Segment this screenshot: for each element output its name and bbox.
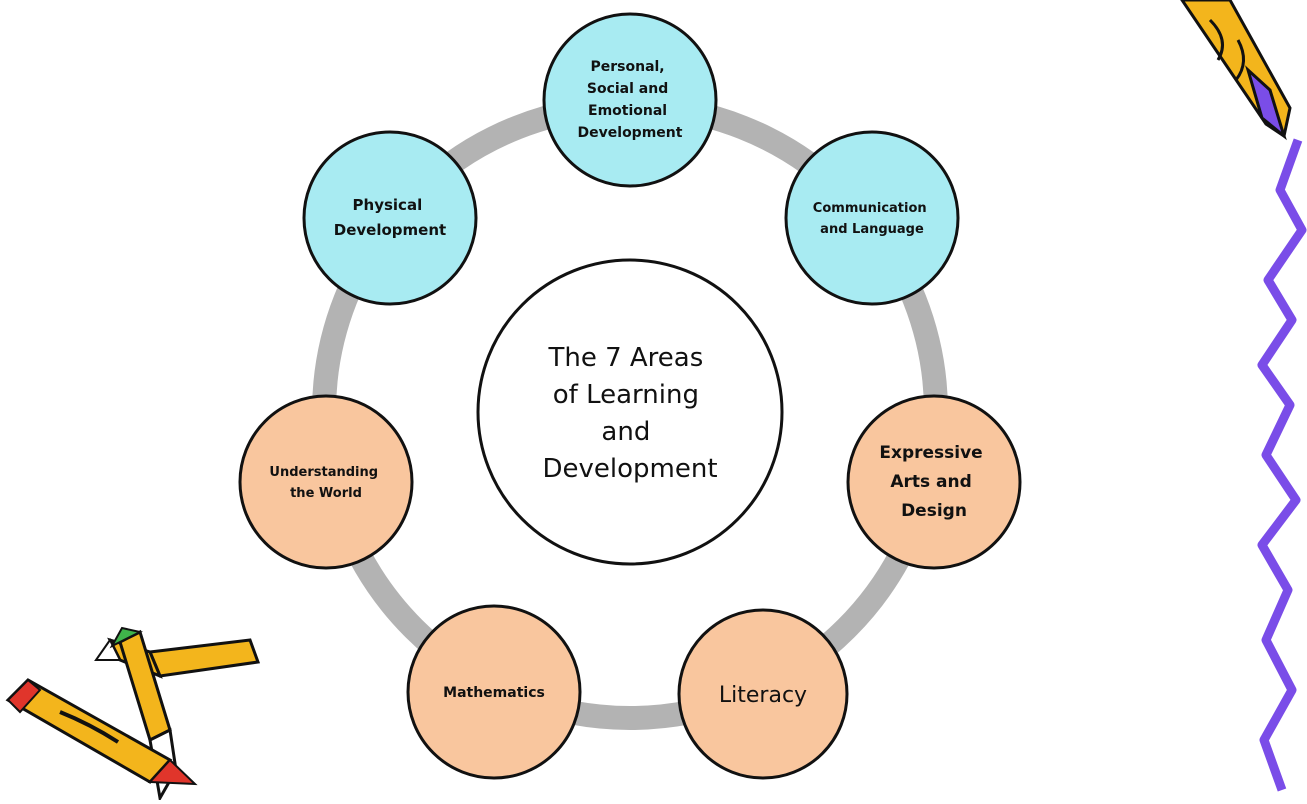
area-circle [406, 604, 582, 780]
center-circle [476, 258, 784, 566]
area-label: Literacy [719, 683, 807, 708]
area-label: Expressive Arts and Design [879, 443, 988, 521]
area-circle [302, 130, 478, 306]
area-circle [784, 130, 960, 306]
area-circle [677, 608, 849, 780]
area-label: Mathematics [443, 685, 545, 701]
squiggle-border-icon [1257, 138, 1307, 792]
area-circle [846, 394, 1022, 570]
area-label: Communication and Language [813, 201, 931, 237]
area-physical-development: Physical Development [302, 130, 478, 306]
center-label: The 7 Areas of Learning and Development [542, 343, 717, 484]
area-label: Physical Development [334, 196, 446, 239]
area-understanding-world: Understanding the World [238, 394, 414, 570]
area-mathematics: Mathematics [406, 604, 582, 780]
area-circle [542, 12, 718, 188]
area-communication-language: Communication and Language [784, 130, 960, 306]
center-node: The 7 Areas of Learning and Development [476, 258, 784, 566]
area-circle [238, 394, 414, 570]
crayon-clipart-icon [1180, 0, 1292, 141]
pencils-clipart-icon [5, 626, 261, 803]
area-literacy: Literacy [677, 608, 849, 780]
area-expressive-arts-design: Expressive Arts and Design [846, 394, 1022, 570]
area-label: Personal, Social and Emotional Developme… [578, 59, 683, 141]
area-personal-social-emotional: Personal, Social and Emotional Developme… [542, 12, 718, 188]
area-label: Understanding the World [269, 465, 382, 501]
